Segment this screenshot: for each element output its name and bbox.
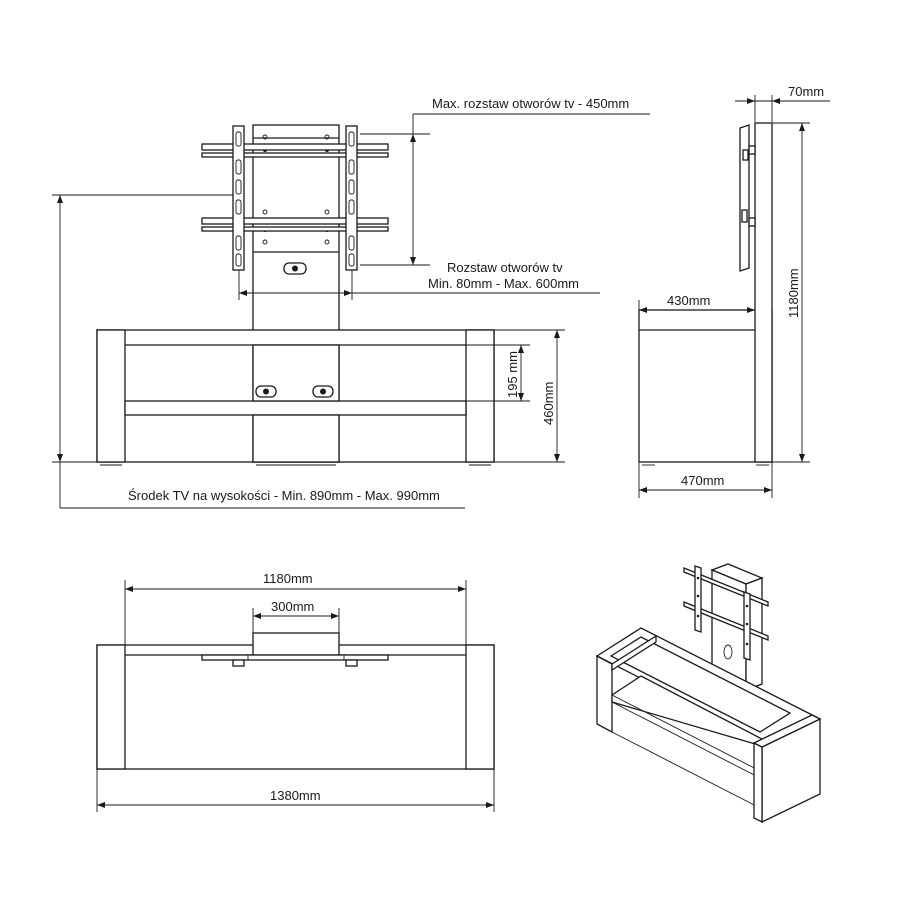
- cable-hole-icon: [255, 385, 277, 398]
- total-width-label: 1380mm: [270, 788, 321, 803]
- cable-hole-icon: [283, 262, 307, 275]
- front-left-panel: [96, 329, 126, 463]
- column-width-label: 300mm: [271, 599, 314, 614]
- inner-depth-label: 430mm: [667, 293, 710, 308]
- front-right-panel: [465, 329, 495, 463]
- top-view: 1180mm 300mm 1380mm: [96, 571, 495, 812]
- bracket-arm-top: [201, 143, 389, 151]
- hole-spacing-range-label: Min. 80mm - Max. 600mm: [428, 276, 579, 291]
- side-column: [754, 122, 773, 463]
- cable-hole-icon: [312, 385, 334, 398]
- max-hole-spacing-label: Max. rozstaw otworów tv - 450mm: [432, 96, 629, 111]
- tv-center-height-label: Środek TV na wysokości - Min. 890mm - Ma…: [128, 488, 440, 503]
- total-height-label: 1180mm: [786, 268, 801, 318]
- cabinet-height-label: 460mm: [541, 382, 556, 425]
- side-cabinet: [638, 309, 773, 463]
- isometric-view: [595, 563, 822, 824]
- outer-depth-label: 470mm: [681, 473, 724, 488]
- bracket-arm-bottom: [201, 217, 389, 225]
- top-right-panel: [465, 644, 495, 770]
- side-view: 70mm 1180mm 430mm 470mm: [638, 84, 830, 498]
- side-bracket: [739, 124, 750, 272]
- top-column: [252, 632, 340, 656]
- shelf-gap-label: 195 mm: [505, 351, 520, 398]
- inner-width-label: 1180mm: [263, 571, 313, 586]
- column-depth-label: 70mm: [788, 84, 824, 99]
- front-view: Max. rozstaw otworów tv - 450mm Rozstaw …: [52, 96, 650, 509]
- hole-spacing-label: Rozstaw otworów tv: [447, 260, 563, 275]
- bracket-rail-right: [345, 125, 358, 271]
- top-bracket: [201, 654, 389, 661]
- bracket-rail-left: [232, 125, 245, 271]
- top-left-panel: [96, 644, 126, 770]
- front-shelf: [124, 400, 467, 416]
- top-cabinet: [96, 644, 495, 770]
